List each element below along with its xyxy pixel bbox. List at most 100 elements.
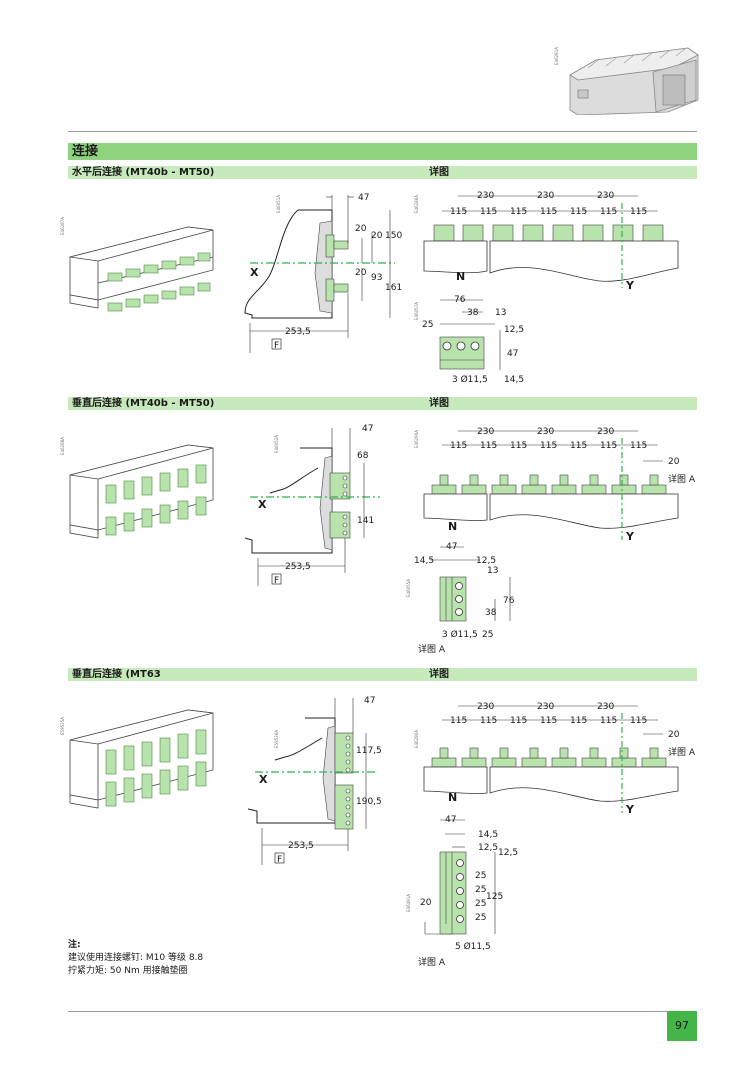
axis-y-label: Y	[625, 279, 635, 292]
dim-230: 230	[597, 191, 614, 201]
dim-20: 20	[668, 730, 680, 740]
dim-115: 115	[630, 716, 647, 726]
axis-x-label: X	[259, 773, 268, 786]
holes-label: 3 Ø11,5	[442, 629, 478, 640]
neutral-label: N	[448, 791, 457, 804]
dim-25: 25	[475, 899, 486, 909]
neutral-label: N	[456, 270, 465, 283]
subsection-title: 垂直后连接 (MT40b - MT50)	[72, 398, 215, 409]
figure-ref: E46052A	[274, 435, 279, 453]
dim-14-5: 14,5	[478, 830, 498, 840]
dim-76: 76	[503, 596, 515, 606]
axis-x-label: X	[250, 266, 259, 279]
dim-25: 25	[475, 871, 486, 881]
product-image-circuit-breaker: E46281A	[554, 47, 699, 115]
figure-ref: E46055A	[406, 579, 411, 597]
dim-115: 115	[630, 441, 647, 451]
figure-ref: E46287A	[60, 217, 65, 235]
dim-38: 38	[467, 308, 479, 318]
top-view-vertical-mt40b: E46290A 230 230 230 115 115 115 115 115 …	[414, 427, 696, 543]
dim-117-5: 117,5	[356, 746, 382, 756]
dim-38: 38	[485, 608, 497, 618]
side-view-vertical-mt40b: E46052A X 47 68 141 253,5 F	[244, 424, 380, 586]
dim-13: 13	[495, 308, 506, 318]
figure-ref: E46286A	[414, 195, 419, 213]
dim-253-5: 253,5	[288, 841, 314, 851]
dim-25: 25	[422, 320, 433, 330]
dim-25: 25	[482, 630, 493, 640]
dim-125: 125	[486, 892, 503, 902]
isometric-view-horizontal: E46287A	[60, 217, 214, 312]
page-number: 97	[667, 1011, 697, 1041]
subsection-header-vertical-mt63: 垂直后连接 (MT63 详图	[68, 668, 697, 681]
dim-47: 47	[507, 349, 518, 359]
dim-25: 25	[475, 913, 486, 923]
dim-115: 115	[540, 441, 557, 451]
side-view-horizontal: E46051A X 47 20 20 150 20 93 161 253,5 F	[244, 193, 402, 353]
datum-f: F	[274, 576, 279, 586]
section-title: 连接	[72, 144, 99, 159]
datum-f: F	[277, 855, 282, 865]
dim-76: 76	[454, 295, 466, 305]
dim-68: 68	[357, 451, 369, 461]
top-view-vertical-mt63: E46290A 230 230 230 115 115 115 115 115 …	[414, 702, 696, 816]
detail-a-vertical-mt40b: E46055A 47 14,5 12,5 13 76 38 25 3 Ø11,5…	[406, 542, 515, 655]
subsection-header-vertical-mt40b: 垂直后连接 (MT40b - MT50) 详图	[68, 397, 697, 410]
dim-12-5: 12,5	[504, 325, 524, 335]
dim-230: 230	[597, 427, 614, 437]
dim-115: 115	[570, 207, 587, 217]
dim-230: 230	[477, 702, 494, 712]
dim-141: 141	[357, 516, 374, 526]
dim-115: 115	[570, 716, 587, 726]
dim-230: 230	[477, 427, 494, 437]
detail-a-caption: 详图 A	[418, 956, 446, 968]
figure-ref: E46290A	[414, 730, 419, 748]
notes: 注: 建议使用连接螺钉: M10 等级 8.8 拧紧力矩: 50 Nm 用接触垫…	[68, 939, 203, 978]
dim-115: 115	[540, 716, 557, 726]
dim-20: 20	[355, 268, 367, 278]
dim-161: 161	[385, 283, 402, 293]
figure-ref: E46057A	[414, 302, 419, 320]
dim-13: 13	[487, 566, 498, 576]
datum-f: F	[274, 341, 279, 351]
figure-ref: E46290A	[414, 430, 419, 448]
dim-115: 115	[570, 441, 587, 451]
dim-12-5: 12,5	[478, 843, 498, 853]
dim-115: 115	[630, 207, 647, 217]
dim-115: 115	[450, 716, 467, 726]
dim-253-5: 253,5	[285, 327, 311, 337]
figure-ref: E46288A	[60, 437, 65, 455]
dim-14-5: 14,5	[414, 556, 434, 566]
top-rule	[68, 131, 697, 132]
dim-115: 115	[540, 207, 557, 217]
detail-a-callout: 详图 A	[668, 746, 696, 758]
dim-230: 230	[477, 191, 494, 201]
notes-line-bolts: 建议使用连接螺钉: M10 等级 8.8	[68, 953, 204, 963]
dim-115: 115	[480, 716, 497, 726]
dim-115: 115	[510, 207, 527, 217]
detail-label: 详图	[429, 167, 449, 178]
isometric-view-vertical-mt40b: E46288A	[60, 437, 214, 539]
dim-230: 230	[537, 702, 554, 712]
dim-115: 115	[600, 716, 617, 726]
dim-115: 115	[450, 441, 467, 451]
dim-47: 47	[445, 815, 456, 825]
dim-115: 115	[450, 207, 467, 217]
dim-12-5: 12,5	[476, 556, 496, 566]
dim-20: 20	[355, 224, 367, 234]
figure-ref: E46281A	[554, 47, 559, 65]
dim-47: 47	[362, 424, 373, 434]
dim-20: 20	[371, 231, 383, 241]
dim-20: 20	[668, 457, 680, 467]
dim-115: 115	[510, 716, 527, 726]
dim-115: 115	[510, 441, 527, 451]
dim-115: 115	[480, 441, 497, 451]
notes-heading: 注:	[68, 940, 81, 950]
dim-230: 230	[537, 191, 554, 201]
detail-busbar-horizontal: E46057A 76 38 13 25 12,5 47 14,5 3 Ø11,5	[414, 295, 524, 385]
dim-47: 47	[364, 696, 375, 706]
dim-93: 93	[371, 273, 382, 283]
detail-label: 详图	[429, 398, 449, 409]
dim-150: 150	[385, 231, 402, 241]
isometric-view-vertical-mt63: E59535A	[60, 709, 214, 809]
